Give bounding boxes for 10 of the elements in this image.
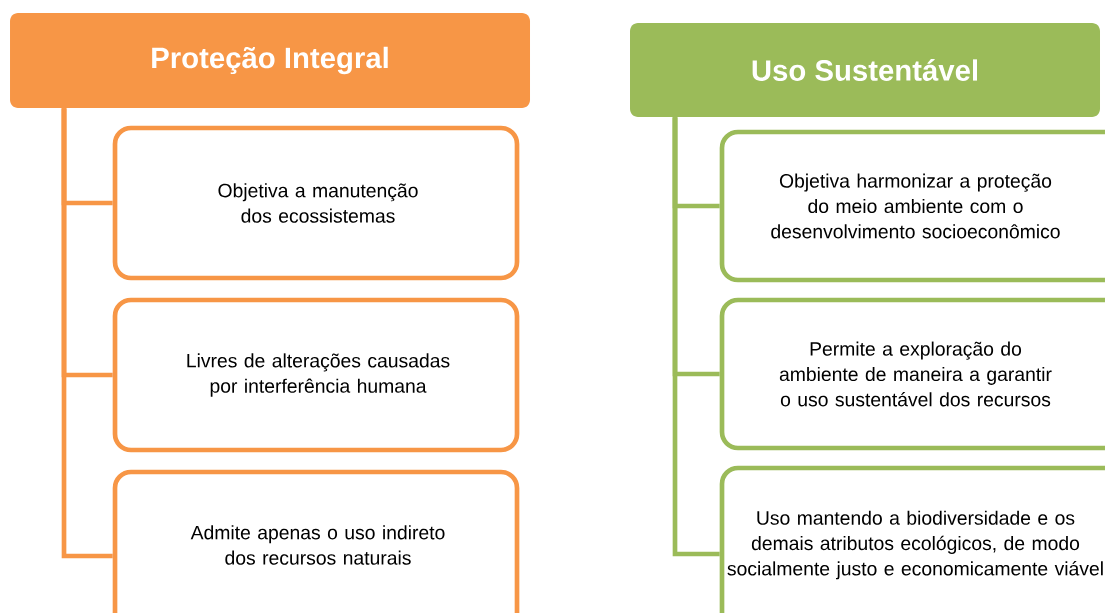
text-box: Livres de alterações causadas por interferência humana [112,297,520,453]
connector-line [61,108,113,559]
header-box: Proteção Integral [10,13,530,108]
header-box: Uso Sustentável [630,23,1100,117]
text-box: Admite apenas o uso indireto dos recursos naturais [112,469,520,613]
text-box: Objetiva a manutenção dos ecossistemas [112,125,520,281]
text-box: Uso mantendo a biodiversidade e os demais atributos ecológicos, de modo socialmente justo e economicamente viável [719,465,1105,613]
text-box: Permite a exploração do ambiente de maneira a garantir o uso sustentável dos recursos [719,297,1105,451]
connector-line [672,117,720,557]
text-box: Objetiva harmonizar a proteção do meio ambiente com o desenvolvimento socioeconômico [719,129,1105,283]
